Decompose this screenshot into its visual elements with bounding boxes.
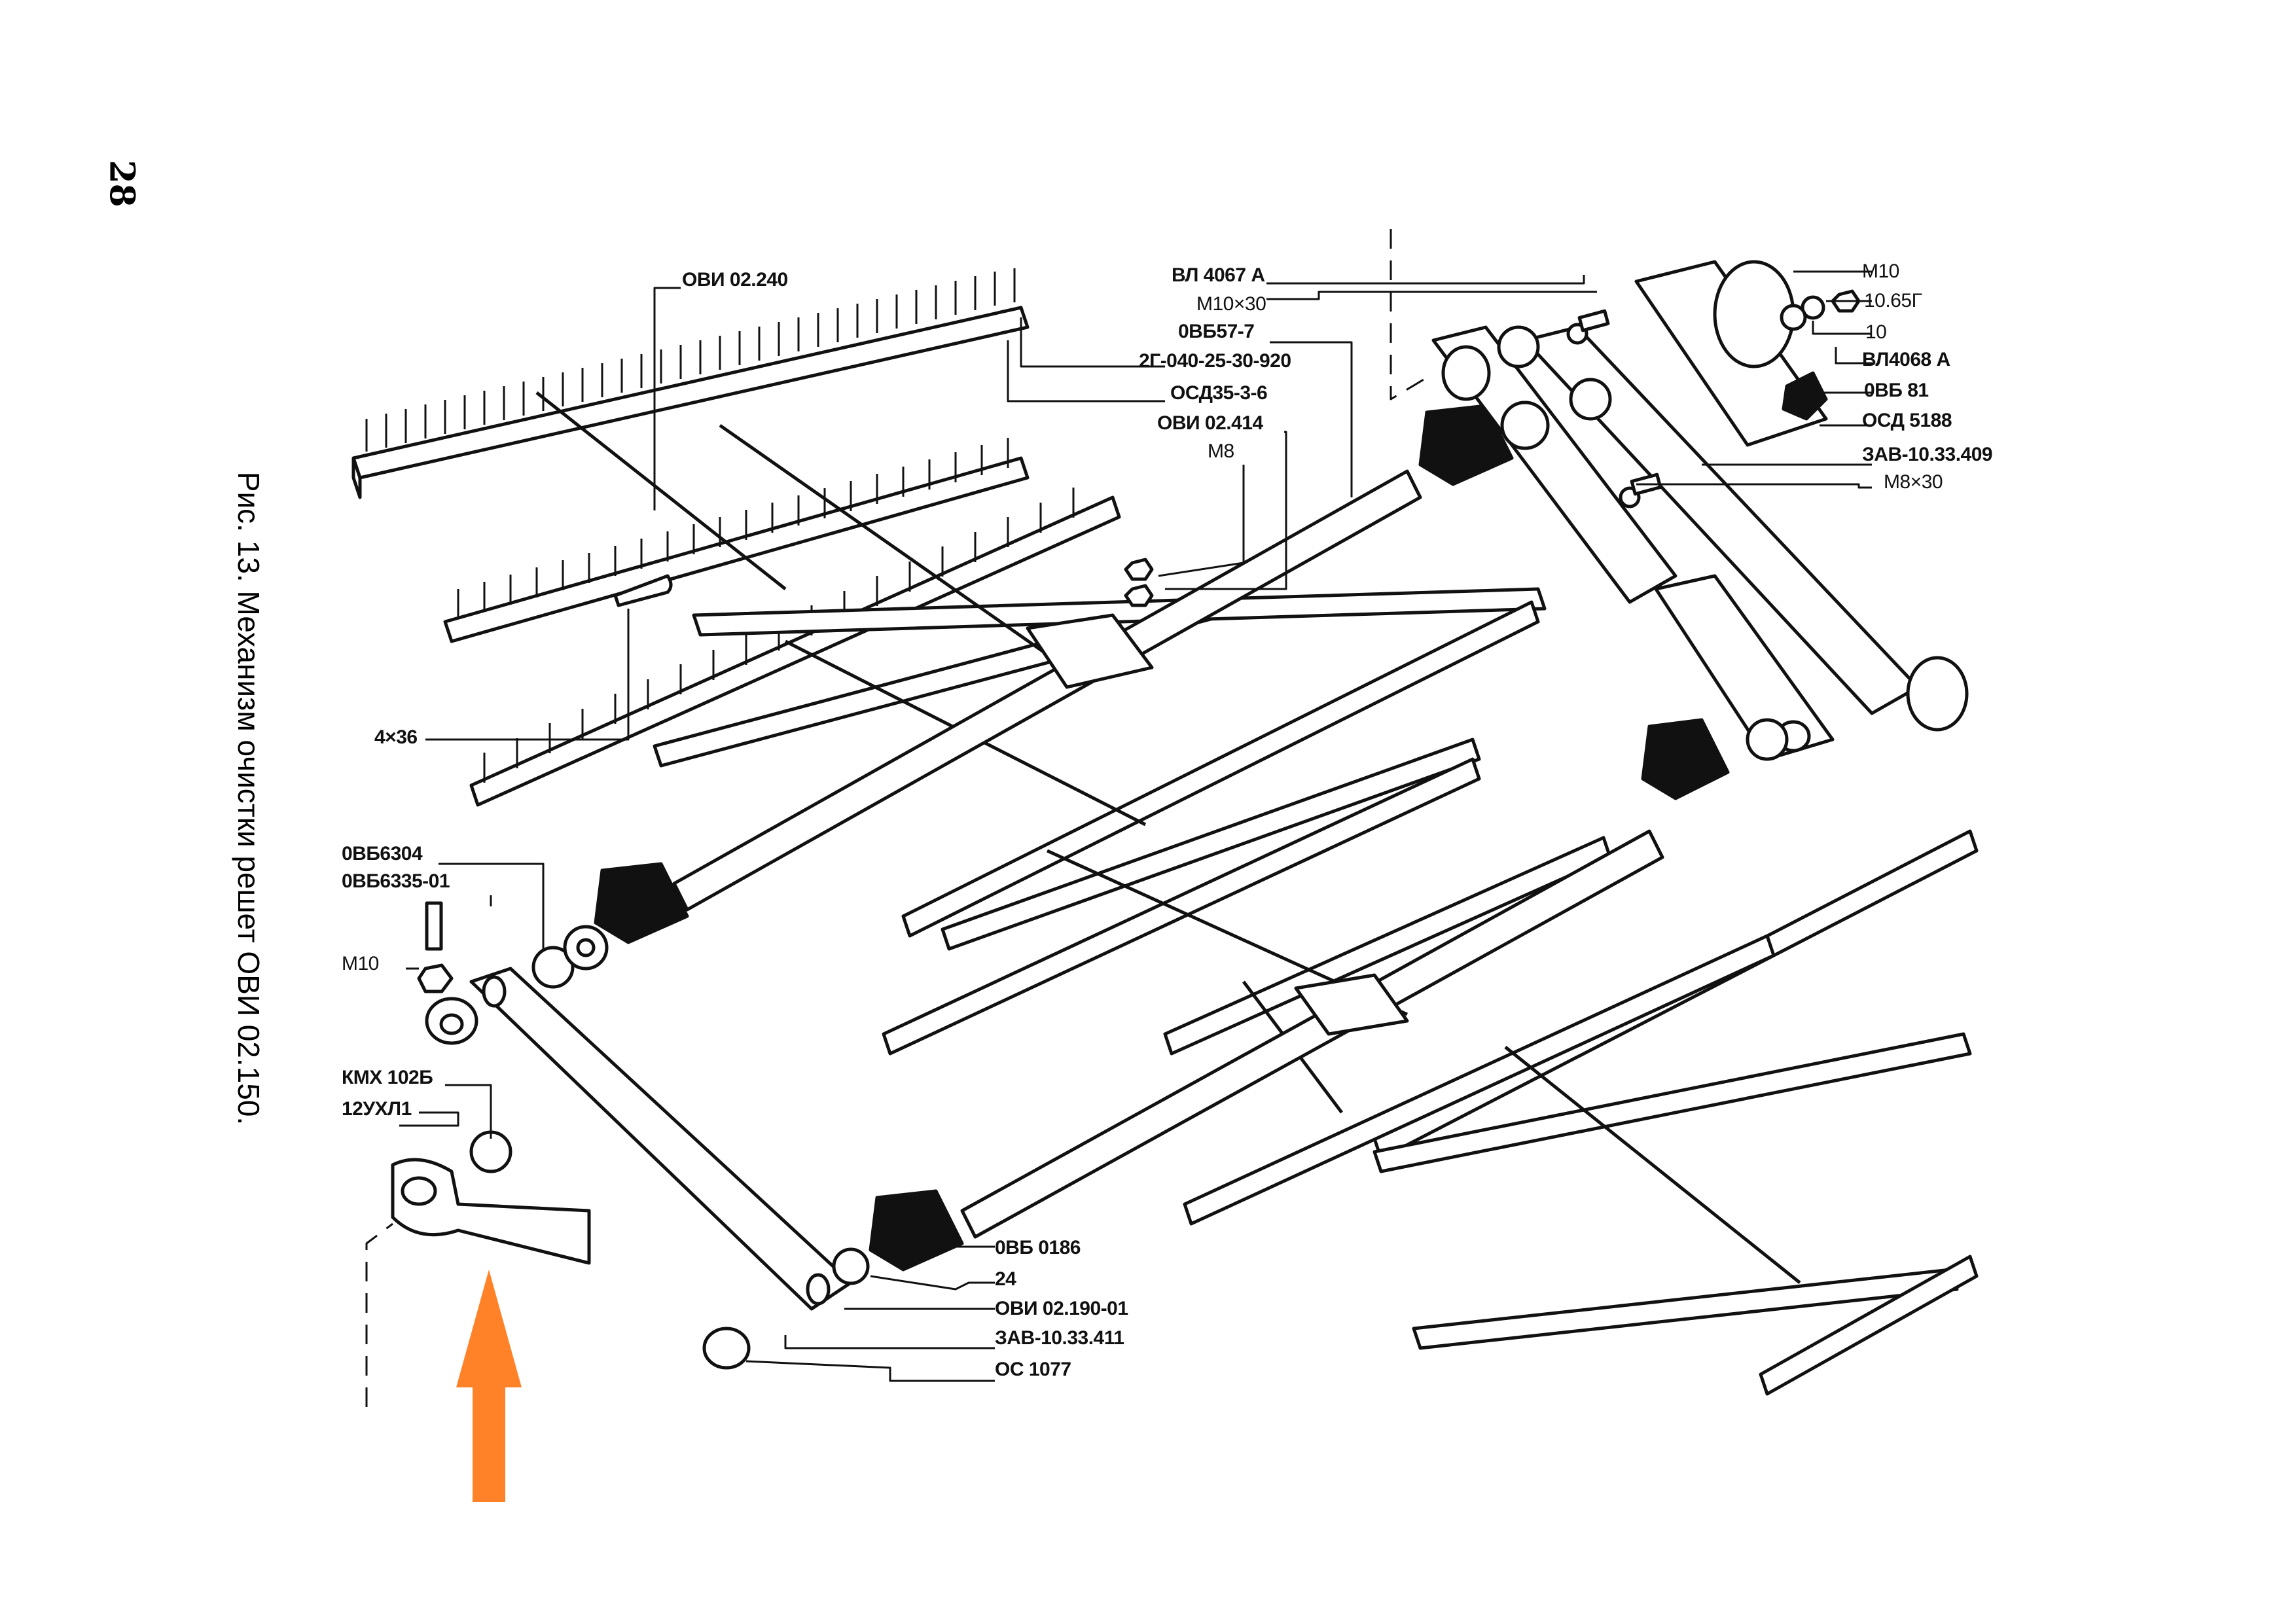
washer	[1780, 295, 1825, 331]
part-label: 10.65Г	[1864, 290, 1922, 312]
shaft	[672, 469, 1664, 1239]
nut	[1124, 584, 1154, 607]
brush-bar	[941, 738, 1481, 951]
brush-bar	[351, 268, 1030, 499]
nut	[1124, 558, 1154, 581]
part-label: 10	[1865, 321, 1887, 343]
brush-bar	[1372, 1032, 1972, 1173]
washer	[832, 1247, 870, 1285]
part-label: 0ВБ6335-01	[342, 870, 450, 892]
part-label: М10×30	[1196, 293, 1266, 315]
part-label: ЗАВ-10.33.409	[1862, 444, 1993, 465]
part-label: ЗАВ-10.33.411	[995, 1327, 1124, 1349]
part-label: 2Г-040-25-30-920	[1139, 350, 1291, 372]
part-label: 0ВБ 81	[1864, 380, 1929, 401]
part-label: М8	[1208, 440, 1234, 462]
washer	[531, 925, 609, 989]
bolt	[425, 901, 443, 951]
part-label: 4×36	[374, 726, 418, 748]
leader-lines	[399, 270, 1872, 1382]
bolt	[1566, 309, 1610, 345]
brush-bar	[1412, 1268, 1959, 1350]
part-label: М10	[1862, 260, 1899, 282]
bolt	[1619, 473, 1662, 508]
nut	[417, 963, 454, 993]
handwheel	[1782, 371, 1828, 421]
part-label: ОСД35-3-6	[1170, 382, 1268, 404]
cotter-pin	[613, 574, 673, 607]
part-label: 12УХЛ1	[342, 1098, 412, 1120]
part-label: КМХ 102Б	[342, 1067, 433, 1088]
brush-bar	[1759, 1255, 1979, 1396]
brush-bar	[469, 488, 1121, 807]
part-label: М8×30	[1884, 471, 1943, 493]
collar	[425, 997, 478, 1045]
bearing-housing	[1026, 613, 1154, 689]
part-label: ОСД 5188	[1862, 410, 1952, 431]
highlight-arrow-icon	[456, 1270, 522, 1502]
part-label: ОВИ 02.240	[682, 269, 788, 291]
part-label: ВЛ4068 А	[1862, 349, 1950, 370]
part-label: ОВИ 02.190-01	[995, 1298, 1128, 1319]
connecting-lever	[469, 967, 853, 1311]
pivot-block	[594, 404, 1730, 1272]
center-line	[365, 229, 1424, 1407]
part-label: ВЛ 4067 А	[1172, 264, 1265, 286]
part-label: 24	[995, 1268, 1016, 1290]
crank-arm	[391, 1158, 591, 1265]
brush-bar	[901, 600, 1540, 938]
brush-bar	[882, 757, 1481, 1056]
part-label: ОВИ 02.414	[1157, 412, 1263, 434]
cross-member	[535, 391, 1801, 1284]
collar	[702, 1327, 751, 1370]
part-label: 0ВБ 0186	[995, 1237, 1081, 1258]
part-label: ОС 1077	[995, 1359, 1071, 1380]
brush-bar	[692, 587, 1547, 637]
bearing-housing	[1294, 973, 1409, 1036]
part-label: 0ВБ6304	[342, 843, 423, 865]
part-label: 0ВБ57-7	[1178, 321, 1255, 342]
brush-bar	[1183, 934, 1776, 1226]
drive-lever-assembly	[1431, 260, 1969, 761]
part-label: М10	[342, 953, 379, 974]
